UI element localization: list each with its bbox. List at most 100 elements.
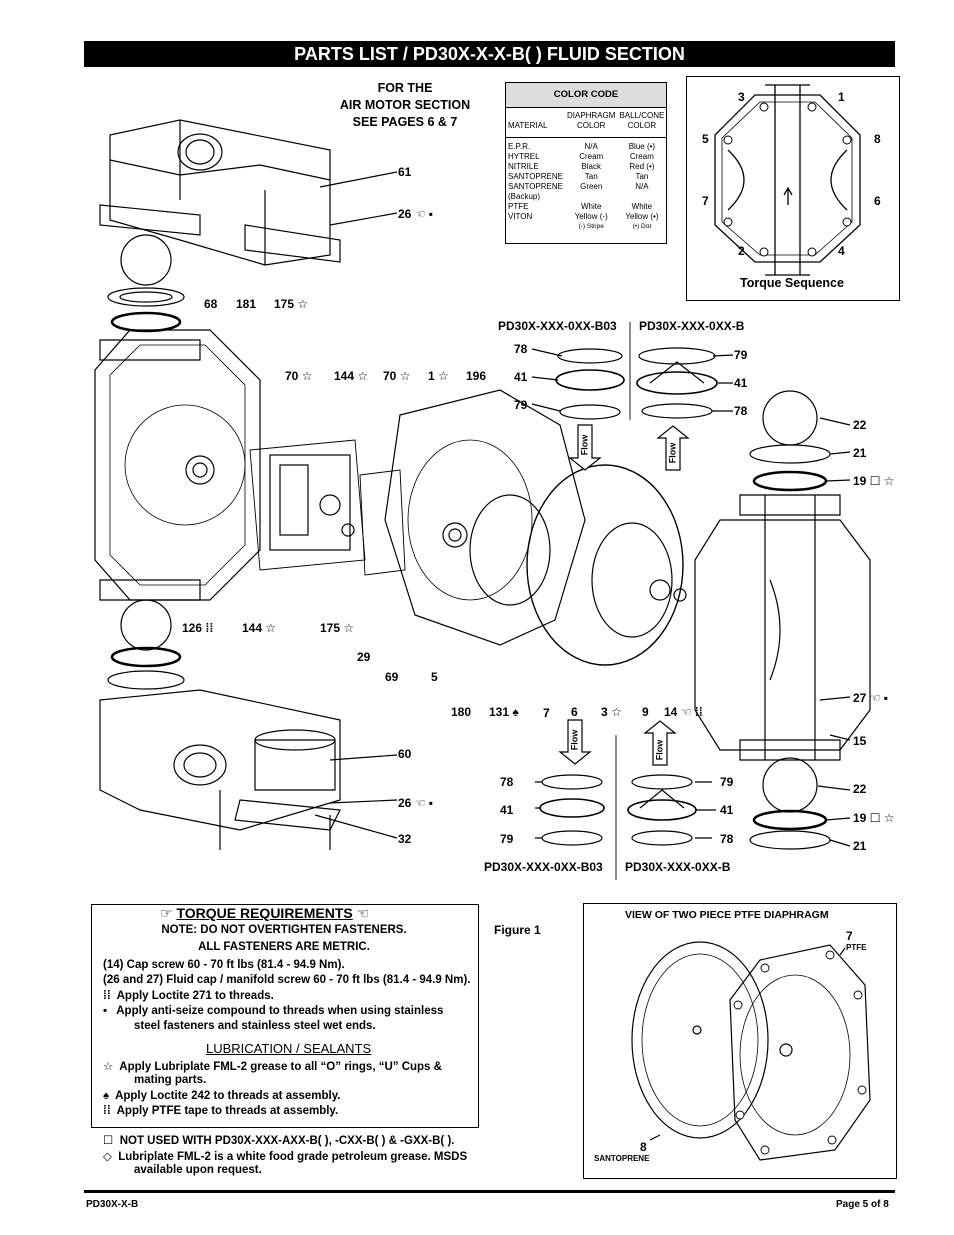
callout-19-top: 19 ☐ ☆	[853, 474, 895, 488]
flow-label-bottom-up: Flow	[654, 739, 665, 761]
callout-175-bottom: 175 ☆	[320, 621, 355, 635]
callout-19-bottom: 19 ☐ ☆	[853, 811, 895, 825]
torque-requirements-heading: ☞ TORQUE REQUIREMENTS ☜	[160, 905, 370, 921]
lub-line-fml2: ☆ Apply Lubriplate FML-2 grease to all “…	[103, 1061, 442, 1073]
flow-label-bottom-down: Flow	[569, 729, 580, 751]
torque-seq-8: 8	[874, 132, 881, 146]
callout-78-top-right: 78	[734, 404, 748, 418]
torque-sequence-box	[686, 76, 900, 301]
callout-14: 14 ☜ ⁞⁞	[664, 705, 703, 719]
torque-seq-1: 1	[838, 90, 845, 104]
callout-131: 131 ♠	[489, 705, 519, 719]
callout-196: 196	[466, 369, 487, 383]
torque-line-fluid-cap: (26 and 27) Fluid cap / manifold screw 6…	[103, 974, 471, 986]
flow-label-top-up: Flow	[667, 442, 678, 464]
callout-21-bottom: 21	[853, 839, 867, 853]
color-code-legend-row: (-) Stripe(•) Dot	[578, 223, 652, 230]
ptfe-label-7: 7	[846, 929, 853, 943]
callout-79-top-right: 79	[734, 348, 748, 362]
table-row: (Backup)	[508, 192, 541, 201]
callout-79-bottom-right: 79	[720, 775, 734, 789]
callout-15: 15	[853, 734, 867, 748]
callout-26-bottom: 26 ☜ ▪	[398, 796, 434, 810]
callout-78-bottom-left: 78	[500, 775, 514, 789]
model-label-b03-bottom: PD30X-XXX-0XX-B03	[484, 860, 603, 874]
figure-label: Figure 1	[494, 923, 541, 937]
torque-requirements-box	[91, 904, 479, 1128]
footer-right: Page 5 of 8	[836, 1199, 889, 1210]
callout-29: 29	[357, 650, 371, 664]
callout-126: 126 ⁞⁞	[182, 621, 214, 635]
callout-7: 7	[543, 706, 550, 720]
torque-seq-3: 3	[738, 90, 745, 104]
ptfe-label-8: 8	[640, 1140, 647, 1154]
air-motor-note-line3: SEE PAGES 6 & 7	[352, 115, 458, 129]
model-label-b-bottom: PD30X-XXX-0XX-B	[625, 860, 731, 874]
callout-22-top: 22	[853, 418, 867, 432]
callout-6: 6	[571, 705, 578, 719]
air-motor-note: FOR THE AIR MOTOR SECTION SEE PAGES 6 & …	[330, 80, 480, 131]
callout-61: 61	[398, 165, 412, 179]
callout-79-bottom-left: 79	[500, 832, 514, 846]
air-motor-note-line2: AIR MOTOR SECTION	[339, 98, 471, 112]
callout-3: 3 ☆	[601, 705, 622, 719]
footer-rule	[84, 1190, 895, 1193]
note-lubriplate-cont: available upon request.	[134, 1164, 262, 1176]
callout-41-top-left: 41	[514, 370, 528, 384]
lub-line-loctite-242: ♠ Apply Loctite 242 to threads at assemb…	[103, 1090, 341, 1102]
flow-label-top-down: Flow	[579, 434, 590, 456]
torque-seq-5: 5	[702, 132, 709, 146]
callout-180: 180	[451, 705, 472, 719]
ptfe-label-8-sub: SANTOPRENE	[594, 1154, 650, 1163]
ptfe-label-7-sub: PTFE	[846, 943, 867, 952]
callout-41-top-right: 41	[734, 376, 748, 390]
callout-78-top-left: 78	[514, 342, 528, 356]
callout-175-top: 175 ☆	[274, 297, 309, 311]
torque-seq-2: 2	[738, 244, 745, 258]
callout-69: 69	[385, 670, 399, 684]
callout-41-bottom-left: 41	[500, 803, 514, 817]
callout-5: 5	[431, 670, 438, 684]
callout-70-right: 70 ☆	[383, 369, 411, 383]
callout-21-top: 21	[853, 446, 867, 460]
torque-sequence-caption: Torque Sequence	[740, 276, 844, 290]
page-title: PARTS LIST / PD30X-X-X-B( ) FLUID SECTIO…	[84, 41, 895, 67]
torque-seq-7: 7	[702, 194, 709, 208]
callout-22-bottom: 22	[853, 782, 867, 796]
note-not-used: ☐ NOT USED WITH PD30X-XXX-AXX-B( ), -CXX…	[103, 1135, 455, 1147]
callout-144-top: 144 ☆	[334, 369, 369, 383]
callout-70-left: 70 ☆	[285, 369, 313, 383]
color-code-heading: COLOR CODE	[506, 83, 666, 108]
callout-78-bottom-right: 78	[720, 832, 734, 846]
model-label-b03-top: PD30X-XXX-0XX-B03	[498, 319, 617, 333]
callout-79-top-left: 79	[514, 398, 528, 412]
torque-line-anti-seize: ▪ Apply anti-seize compound to threads w…	[103, 1005, 444, 1017]
callout-60: 60	[398, 747, 412, 761]
lubrication-heading: LUBRICATION / SEALANTS	[206, 1041, 372, 1056]
torque-line-cap-screw: (14) Cap screw 60 - 70 ft lbs (81.4 - 94…	[103, 959, 345, 971]
torque-note-1: NOTE: DO NOT OVERTIGHTEN FASTENERS.	[161, 924, 407, 936]
torque-line-anti-seize-cont: steel fasteners and stainless steel wet …	[134, 1020, 376, 1032]
callout-144-bottom: 144 ☆	[242, 621, 277, 635]
torque-note-2: ALL FASTENERS ARE METRIC.	[198, 941, 370, 953]
footer-left: PD30X-X-B	[86, 1199, 139, 1210]
callout-9: 9	[642, 705, 649, 719]
lub-line-fml2-cont: mating parts.	[134, 1074, 207, 1086]
ptfe-diaphragm-box	[583, 903, 897, 1179]
col-material: MATERIAL	[508, 121, 548, 130]
callout-181: 181	[236, 297, 257, 311]
callout-68: 68	[204, 297, 218, 311]
ptfe-view-heading: VIEW OF TWO PIECE PTFE DIAPHRAGM	[625, 909, 829, 921]
callout-1: 1 ☆	[428, 369, 449, 383]
